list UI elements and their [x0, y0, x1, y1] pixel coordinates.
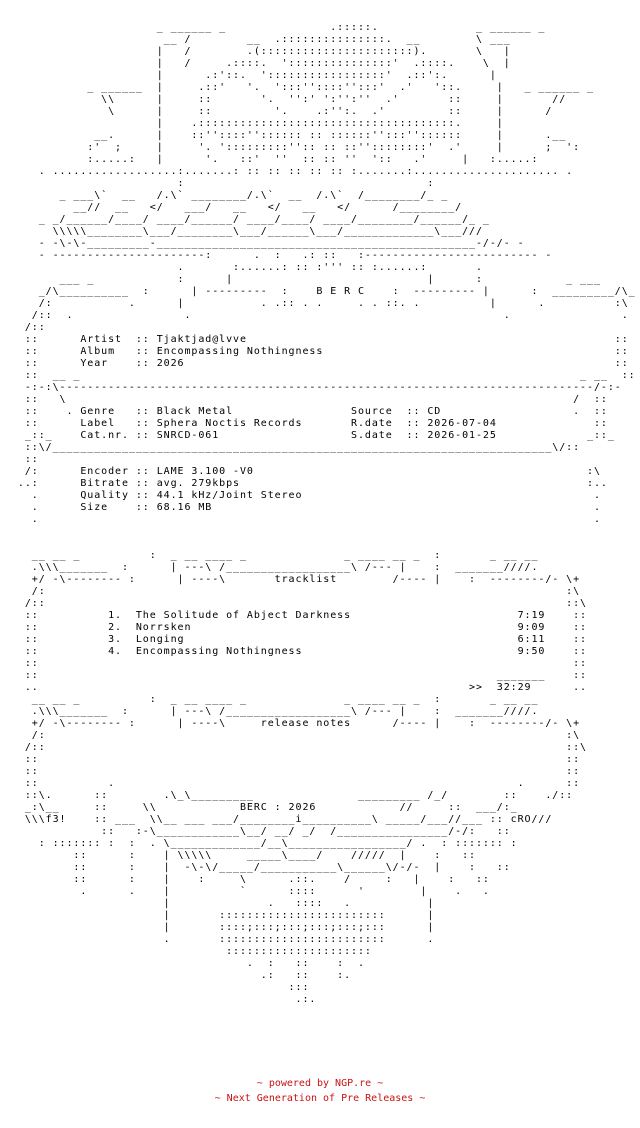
- nfo-ascii-art: _ ______ _ .:::::. _ ______ _ __ / __ .:…: [17, 22, 636, 1005]
- tagline: ~ Next Generation of Pre Releases ~: [214, 1093, 426, 1104]
- powered-by-line: ~ powered by NGP.re ~: [256, 1078, 384, 1089]
